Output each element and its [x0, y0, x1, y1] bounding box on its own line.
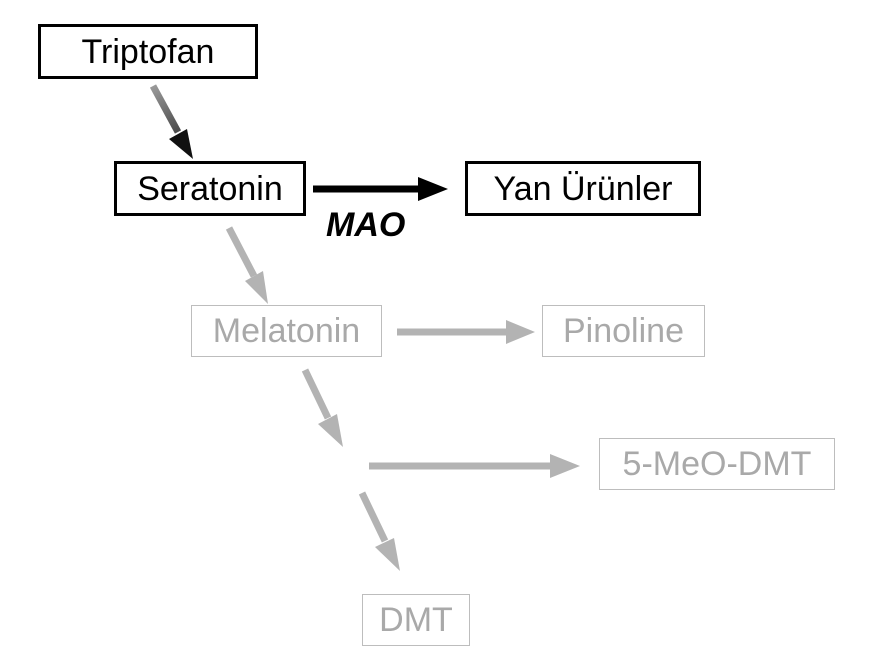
node-triptofan: Triptofan [38, 24, 258, 79]
arrow-seratonin-to-yan-urunler [313, 177, 448, 201]
arrow-melatonin-down [301, 368, 343, 447]
arrow-to-dmt [358, 491, 400, 571]
arrow-triptofan-to-seratonin [149, 84, 193, 159]
node-pinoline: Pinoline [542, 305, 705, 357]
node-yan-urunler: Yan Ürünler [465, 161, 701, 216]
node-label-dmt: DMT [379, 601, 453, 639]
node-label-5-meo-dmt: 5-MeO-DMT [622, 445, 812, 483]
node-seratonin: Seratonin [114, 161, 306, 216]
arrow-seratonin-to-melatonin [225, 226, 268, 304]
arrow-melatonin-to-pinoline [397, 320, 535, 344]
node-label-yan-urunler: Yan Ürünler [493, 169, 673, 208]
node-label-pinoline: Pinoline [563, 312, 684, 350]
enzyme-label-mao: MAO [326, 206, 406, 244]
node-label-seratonin: Seratonin [137, 169, 283, 208]
arrow-to-5-meo-dmt [369, 454, 580, 478]
node-melatonin: Melatonin [191, 305, 382, 357]
node-label-melatonin: Melatonin [212, 312, 361, 350]
node-label-triptofan: Triptofan [81, 32, 215, 71]
node-5-meo-dmt: 5-MeO-DMT [599, 438, 835, 490]
node-dmt: DMT [362, 594, 470, 646]
